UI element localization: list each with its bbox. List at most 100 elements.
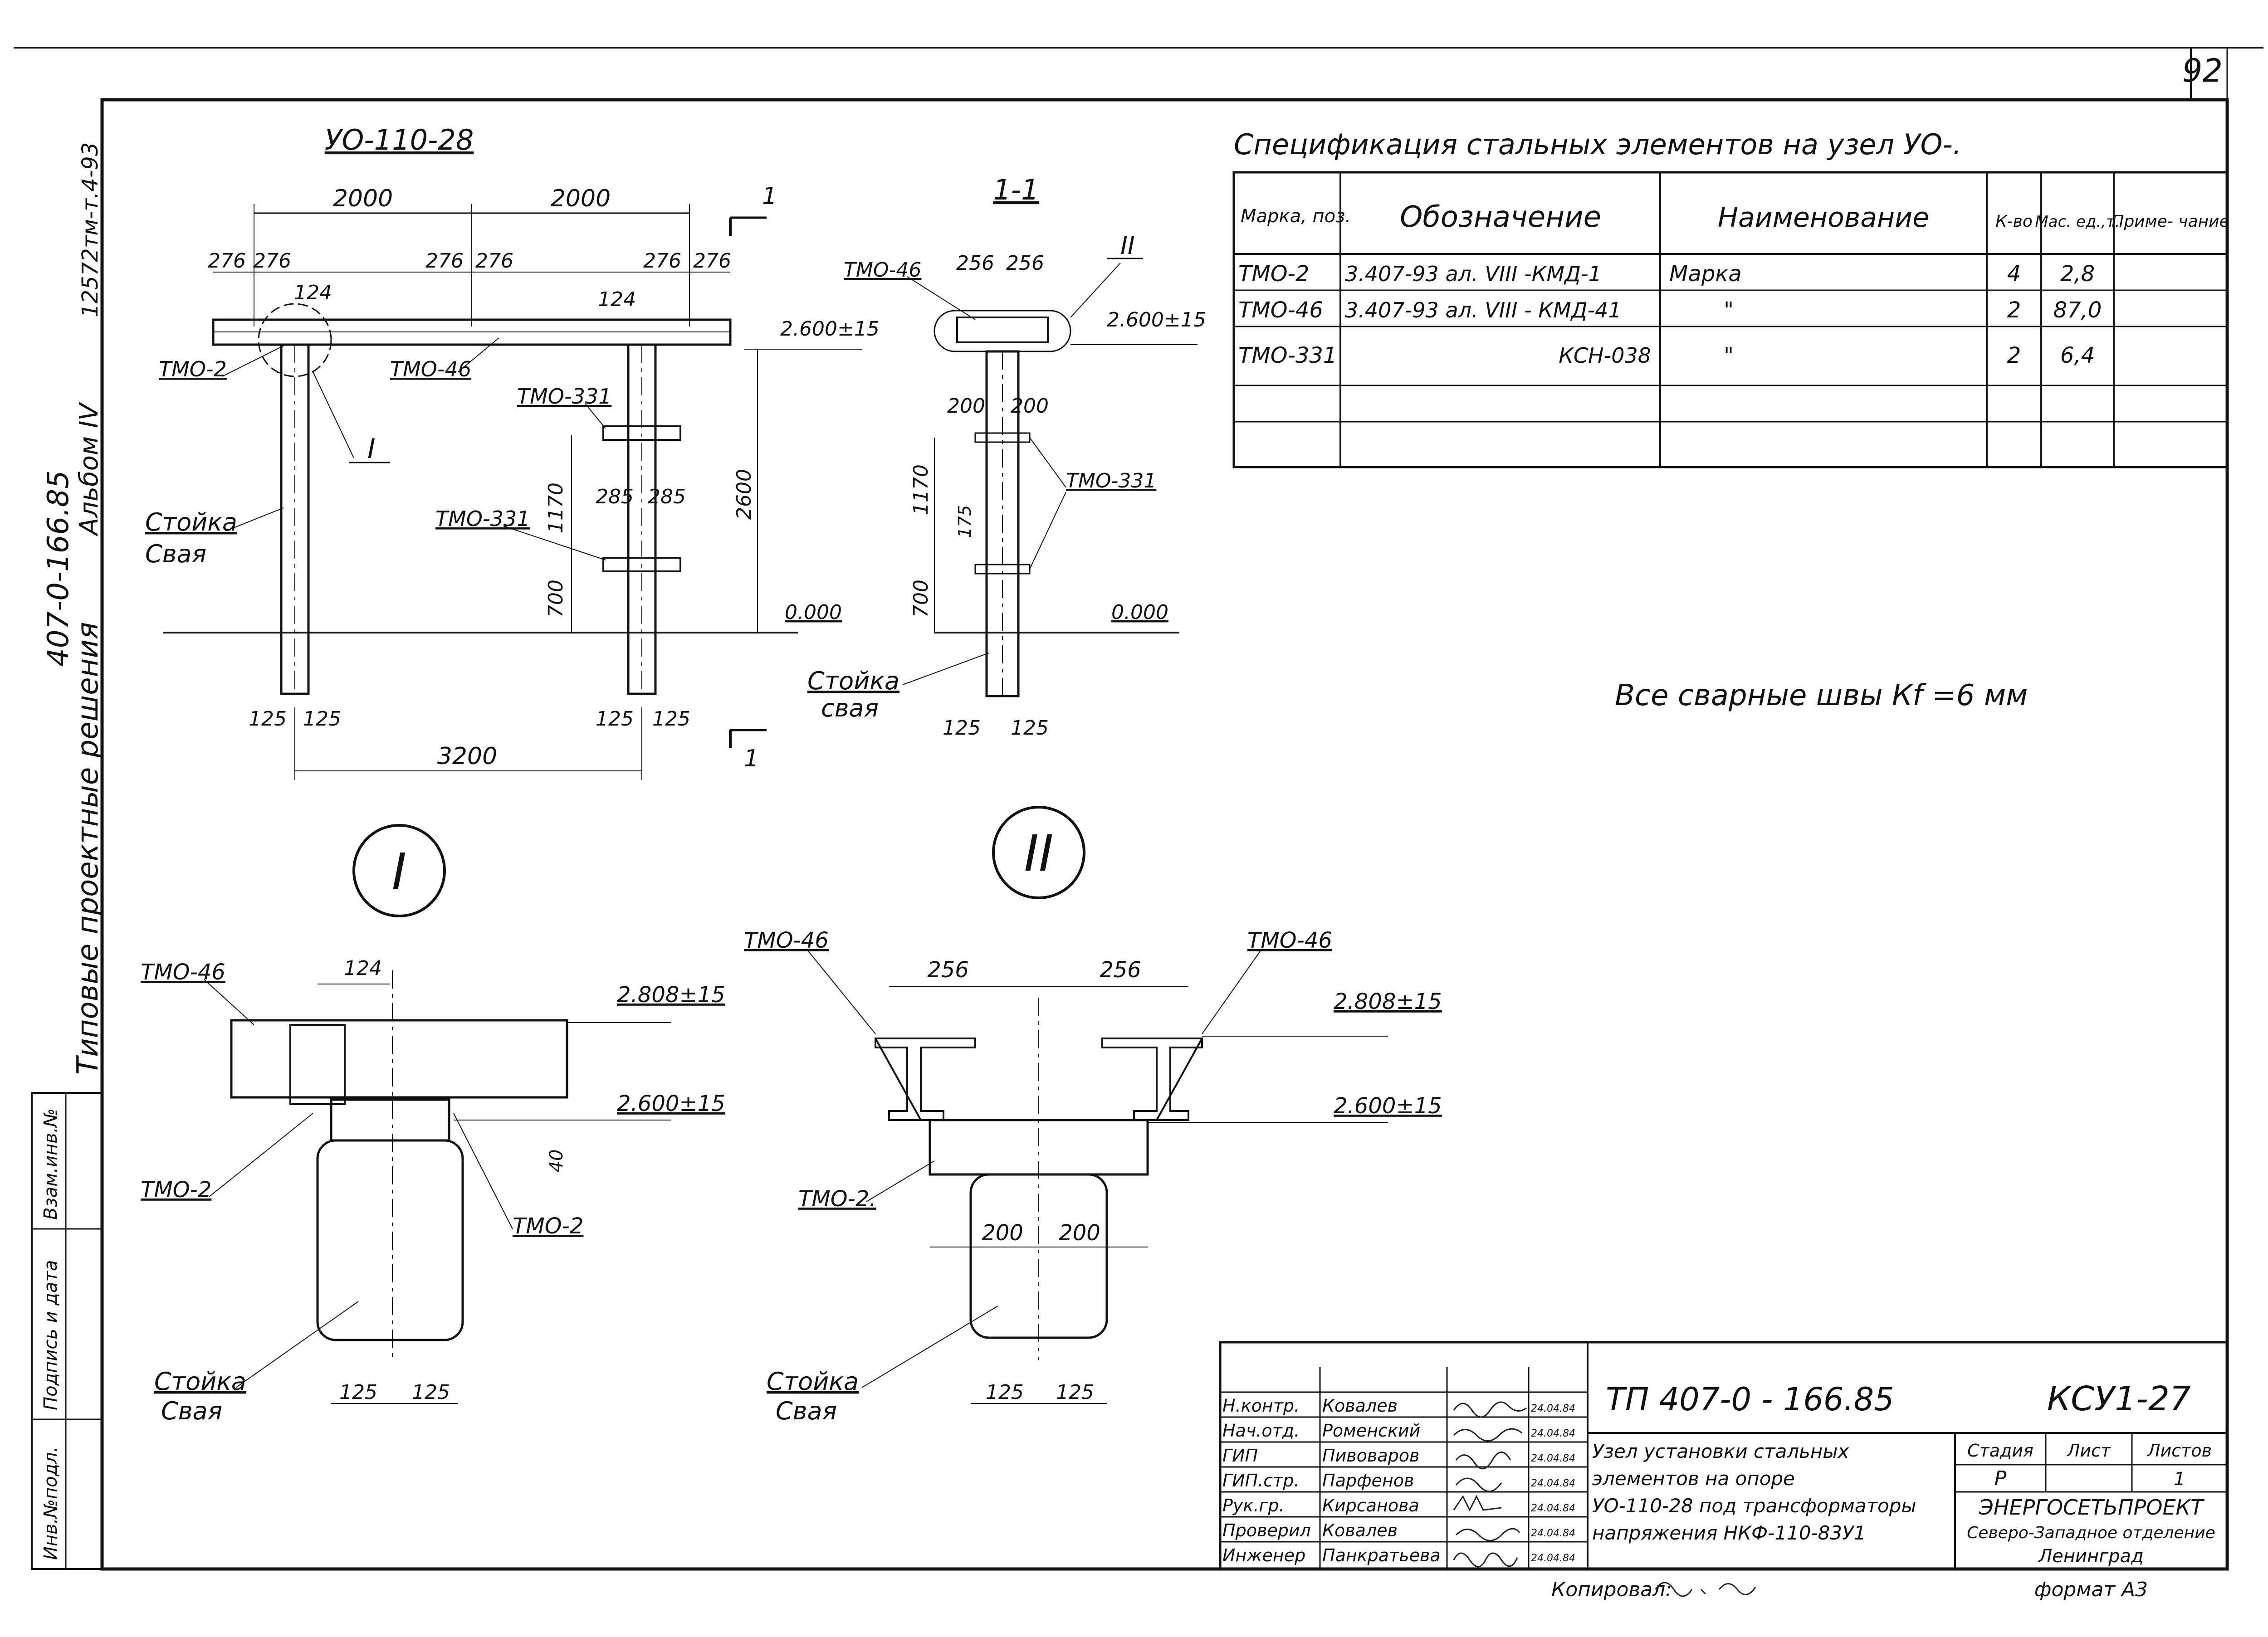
inv-label: Инв.№подл. [40,1446,61,1560]
tb-title-line-4: напряжения НКФ-110-83У1 [1592,1522,1866,1544]
spec-row-2-mark: ТМО-46 [1238,297,1323,323]
node-i-dim-40: 40 [546,1150,567,1173]
spec-row-2-qty: 2 [2007,297,2021,323]
spec-row-3-name: " [1724,343,1734,368]
signatures [1453,1401,1527,1568]
node-ii-dim-200-b: 200 [1059,1220,1100,1246]
tb-doc-code: ТП 407-0 - 166.85 [1606,1381,1894,1418]
spec-title: Спецификация стальных элементов на узел … [1234,128,1962,161]
elev-dim-285-b: 285 [648,485,686,508]
tb-date-2: 24.04.84 [1531,1428,1575,1439]
elev-dim-125-b: 125 [303,707,341,731]
node-ii-lbl-tmo46-a: ТМО-46 [744,928,829,953]
tb-date-7: 24.04.84 [1531,1553,1575,1564]
tb-name-1: Ковалев [1322,1396,1398,1416]
section-dim-1170: 1170 [909,464,933,515]
spec-row-1-designation: 3.407-93 ал. VIII -КМД-1 [1345,262,1602,286]
spec-header-note: Приме- чание [2112,212,2229,231]
tb-date-3: 24.04.84 [1531,1453,1575,1464]
tb-role-7: Инженер [1222,1545,1305,1565]
section-dim-200-b: 200 [1011,395,1049,418]
node-ii-level-low: 2.600±15 [1334,1093,1442,1119]
tb-name-7: Панкратьева [1322,1545,1441,1565]
spec-row-2-designation: 3.407-93 ал. VIII - КМД-41 [1345,298,1622,322]
node-i-roman: I [392,843,406,901]
section-level-zero: 0.000 [1111,601,1168,624]
format-label: формат А3 [2034,1578,2148,1601]
tb-title-line-1: Узел установки стальных [1592,1440,1850,1462]
elevation-title: УО-110-28 [325,123,474,156]
node-ii-dim-125-a: 125 [986,1381,1024,1404]
tb-name-2: Роменский [1322,1421,1420,1441]
section-dim-700: 700 [909,580,933,618]
spec-row-3-designation: КСН-038 [1559,343,1651,368]
node-ii-dim-256-b: 256 [1100,957,1141,983]
node-i-level-top: 2.808±15 [617,982,725,1008]
node-i-pile-label-1: Стойка [154,1367,246,1396]
elev-dim-276-5: 276 [643,249,681,273]
node-ii-dim-256-a: 256 [927,957,969,983]
node-i-dim-125-b: 125 [412,1381,450,1404]
node-ii-lbl-tmo2: ТМО-2. [798,1186,876,1212]
section-dim-256-a: 256 [956,252,994,275]
spec-row-3-mass: 6,4 [2060,343,2095,368]
elev-dim-2000-a: 2000 [333,185,393,212]
tb-org-2: Северо-Западное отделение [1967,1524,2215,1542]
spec-header-mass: Мас. ед.,т. [2035,213,2120,231]
section-dim-175: 175 [955,505,975,538]
tb-date-6: 24.04.84 [1531,1528,1575,1539]
tb-date-4: 24.04.84 [1531,1478,1575,1489]
tb-role-1: Н.контр. [1222,1396,1300,1416]
node-ii-dim-125-b: 125 [1056,1381,1094,1404]
tb-title-line-3: УО-110-28 под трансформаторы [1592,1495,1916,1517]
elev-dim-125-a: 125 [249,707,287,731]
elev-dim-3200: 3200 [437,743,497,770]
elev-dim-276-1: 276 [208,249,246,273]
sheet-frame [14,47,2263,1571]
elev-dim-700: 700 [544,580,567,618]
node-ii-detail: II ТМО-46 ТМО-46 256 256 2.808±15 2.600±… [744,806,1442,1425]
elev-dim-2000-b: 2000 [551,185,611,212]
tb-sheets: 1 [2174,1469,2185,1490]
tb-sheets-header: Листов [2146,1441,2212,1461]
copied-signature [1655,1582,1756,1597]
tb-date-1: 24.04.84 [1531,1403,1575,1414]
node-i-detail: I ТМО-46 124 2.808±15 2.600±15 40 ТМО-2 … [141,824,725,1425]
sign-label: Подпись и дата [40,1260,61,1410]
tb-org-1: ЭНЕРГОСЕТЬПРОЕКТ [1979,1495,2205,1520]
elev-dim-124-a: 124 [294,281,332,304]
elev-dim-2600: 2600 [733,469,756,520]
title-block: ТП 407-0 - 166.85 КСУ1-27 Узел установки… [1219,1341,2229,1570]
section-pile-label-2: свая [821,694,879,722]
section-dim-256-b: 256 [1006,252,1044,275]
left-strip: Взам.инв.№ Подпись и дата Инв.№подл. [31,1092,103,1570]
elev-dim-285-a: 285 [596,485,634,508]
spec-table: Спецификация стальных элементов на узел … [1232,128,2229,468]
section-pile-label-1: Стойка [807,667,899,695]
node-ii-dim-200-a: 200 [982,1220,1023,1246]
spec-row-2-name: " [1724,297,1734,323]
node-i-dim-125-a: 125 [339,1381,377,1404]
spec-row-1-qty: 4 [2007,261,2021,287]
side-number: 407-0-166.85 [42,470,75,667]
tb-stage-header: Стадия [1967,1441,2033,1461]
elev-dim-125-d: 125 [652,707,690,731]
side-album: Альбом IV [74,402,104,536]
spec-row-1-mark: ТМО-2 [1238,261,1309,287]
section-title: 1-1 [993,173,1039,206]
node-ii-lbl-tmo46-b: ТМО-46 [1247,928,1332,953]
spec-row-2-mass: 87,0 [2053,297,2102,323]
spec-header-name: Наименование [1718,202,1929,234]
elev-dim-124-b: 124 [598,288,636,311]
node-i-lbl-tmo46: ТМО-46 [141,960,225,985]
spec-header-mark: Марка, поз. [1241,206,1351,227]
elev-dim-1170: 1170 [544,482,567,533]
elev-cut-mark-bottom: 1 [744,745,759,772]
sheet-number: 92 [2182,52,2223,89]
elev-pile-label-2: Свая [145,540,206,568]
tb-name-6: Ковалев [1322,1520,1398,1540]
tb-role-5: Рук.гр. [1222,1496,1285,1515]
tb-sheet-header: Лист [2066,1441,2112,1461]
section-dim-125-a: 125 [943,716,981,740]
